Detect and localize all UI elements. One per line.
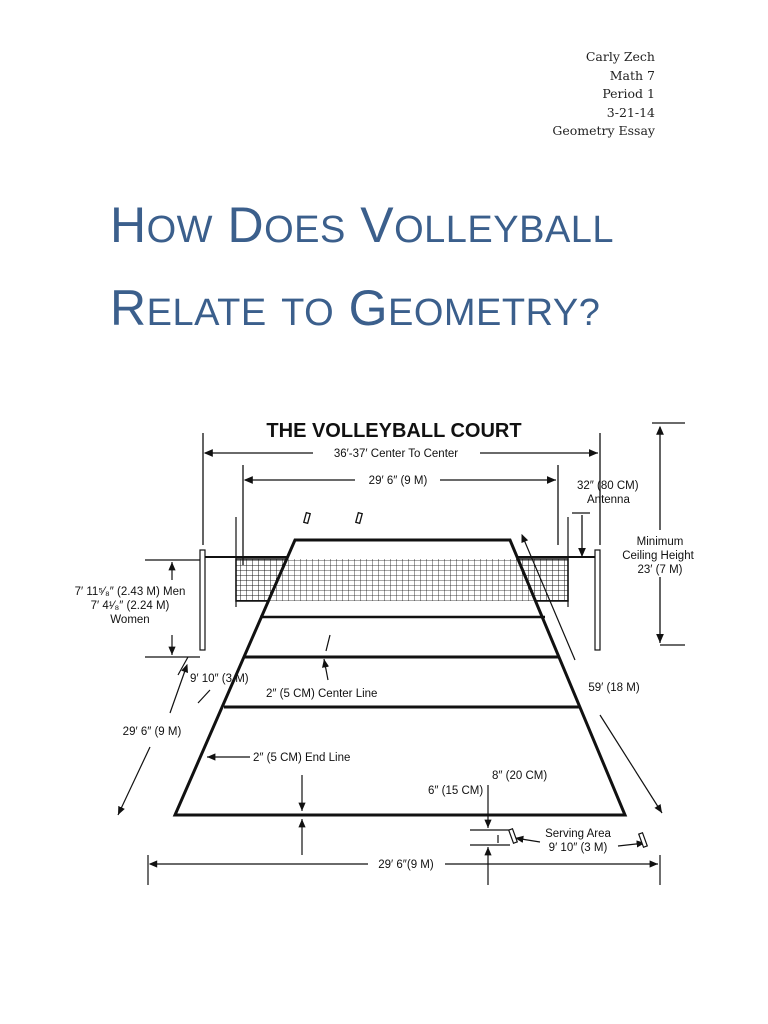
title-word: to bbox=[281, 292, 335, 334]
court-width-label: 29′ 6″(9 M) bbox=[378, 859, 434, 871]
class-name: Math 7 bbox=[609, 67, 655, 83]
antenna-marks bbox=[302, 511, 364, 525]
document-date: 3-21-14 bbox=[606, 104, 655, 120]
net-height-women-label-1: 7′ 4¹⁄₈″ (2.24 M) bbox=[91, 600, 170, 612]
title-line-2: Relate to Geometry? bbox=[110, 269, 710, 352]
antenna-label: Antenna bbox=[587, 494, 630, 506]
diagram-title: THE VOLLEYBALL COURT bbox=[266, 420, 521, 442]
court bbox=[172, 538, 628, 817]
title-word: Does bbox=[227, 197, 346, 253]
clearance-8in-label: 8″ (20 CM) bbox=[492, 770, 547, 782]
document-header: Carly Zech Math 7 Period 1 3-21-14 Geome… bbox=[552, 48, 655, 141]
serving-area-label-2: 9′ 10″ (3 M) bbox=[549, 842, 608, 854]
center-line-pointer bbox=[322, 634, 331, 681]
ceiling-label-3: 23′ (7 M) bbox=[638, 564, 683, 576]
clearance-6in-label: 6″ (15 CM) bbox=[428, 785, 483, 797]
half-court-label: 29′ 6″ (9 M) bbox=[123, 726, 182, 738]
half-court-dimension bbox=[117, 663, 188, 816]
end-line-label: 2″ (5 CM) End Line bbox=[253, 752, 350, 764]
title-line-1: How Does Volleyball bbox=[110, 186, 710, 269]
title-word: Geometry? bbox=[348, 280, 601, 336]
author-name: Carly Zech bbox=[585, 49, 655, 64]
net-width-dimension bbox=[242, 465, 559, 565]
net-height-dimension bbox=[145, 559, 200, 658]
serving-area-label-1: Serving Area bbox=[545, 828, 611, 840]
ceiling-label-1: Minimum bbox=[637, 536, 684, 548]
serving-clearance-dimension bbox=[470, 785, 510, 885]
center-to-center-label: 36′-37′ Center To Center bbox=[334, 448, 458, 460]
antenna-size-label: 32″ (80 CM) bbox=[577, 480, 639, 492]
page-title: How Does Volleyball Relate to Geometry? bbox=[110, 186, 710, 352]
net-width-label: 29′ 6″ (9 M) bbox=[369, 475, 428, 487]
court-length-label: 59′ (18 M) bbox=[588, 682, 640, 694]
class-period: Period 1 bbox=[602, 86, 655, 101]
volleyball-court-diagram: THE VOLLEYBALL COURT 36′-37′ Center To C… bbox=[75, 420, 695, 885]
ceiling-height-dimension bbox=[652, 422, 685, 646]
title-word: Volleyball bbox=[360, 197, 615, 253]
ceiling-label-2: Ceiling Height bbox=[622, 550, 694, 562]
center-to-center-dimension bbox=[202, 433, 601, 545]
attack-zone-label: 9′ 10″ (3 M) bbox=[190, 673, 249, 685]
center-line-label: 2″ (5 CM) Center Line bbox=[266, 688, 377, 700]
assignment-name: Geometry Essay bbox=[552, 123, 655, 138]
net-height-men-label: 7′ 11⁵⁄₈″ (2.43 M) Men bbox=[75, 586, 186, 598]
court-length-dimension bbox=[521, 533, 663, 814]
net-height-women-label-2: Women bbox=[110, 614, 149, 626]
serving-area-dimension bbox=[507, 827, 649, 849]
title-word: How bbox=[110, 197, 214, 253]
title-word: Relate bbox=[110, 280, 267, 336]
court-width-dimension bbox=[147, 855, 661, 885]
antenna-dimension bbox=[572, 512, 590, 557]
